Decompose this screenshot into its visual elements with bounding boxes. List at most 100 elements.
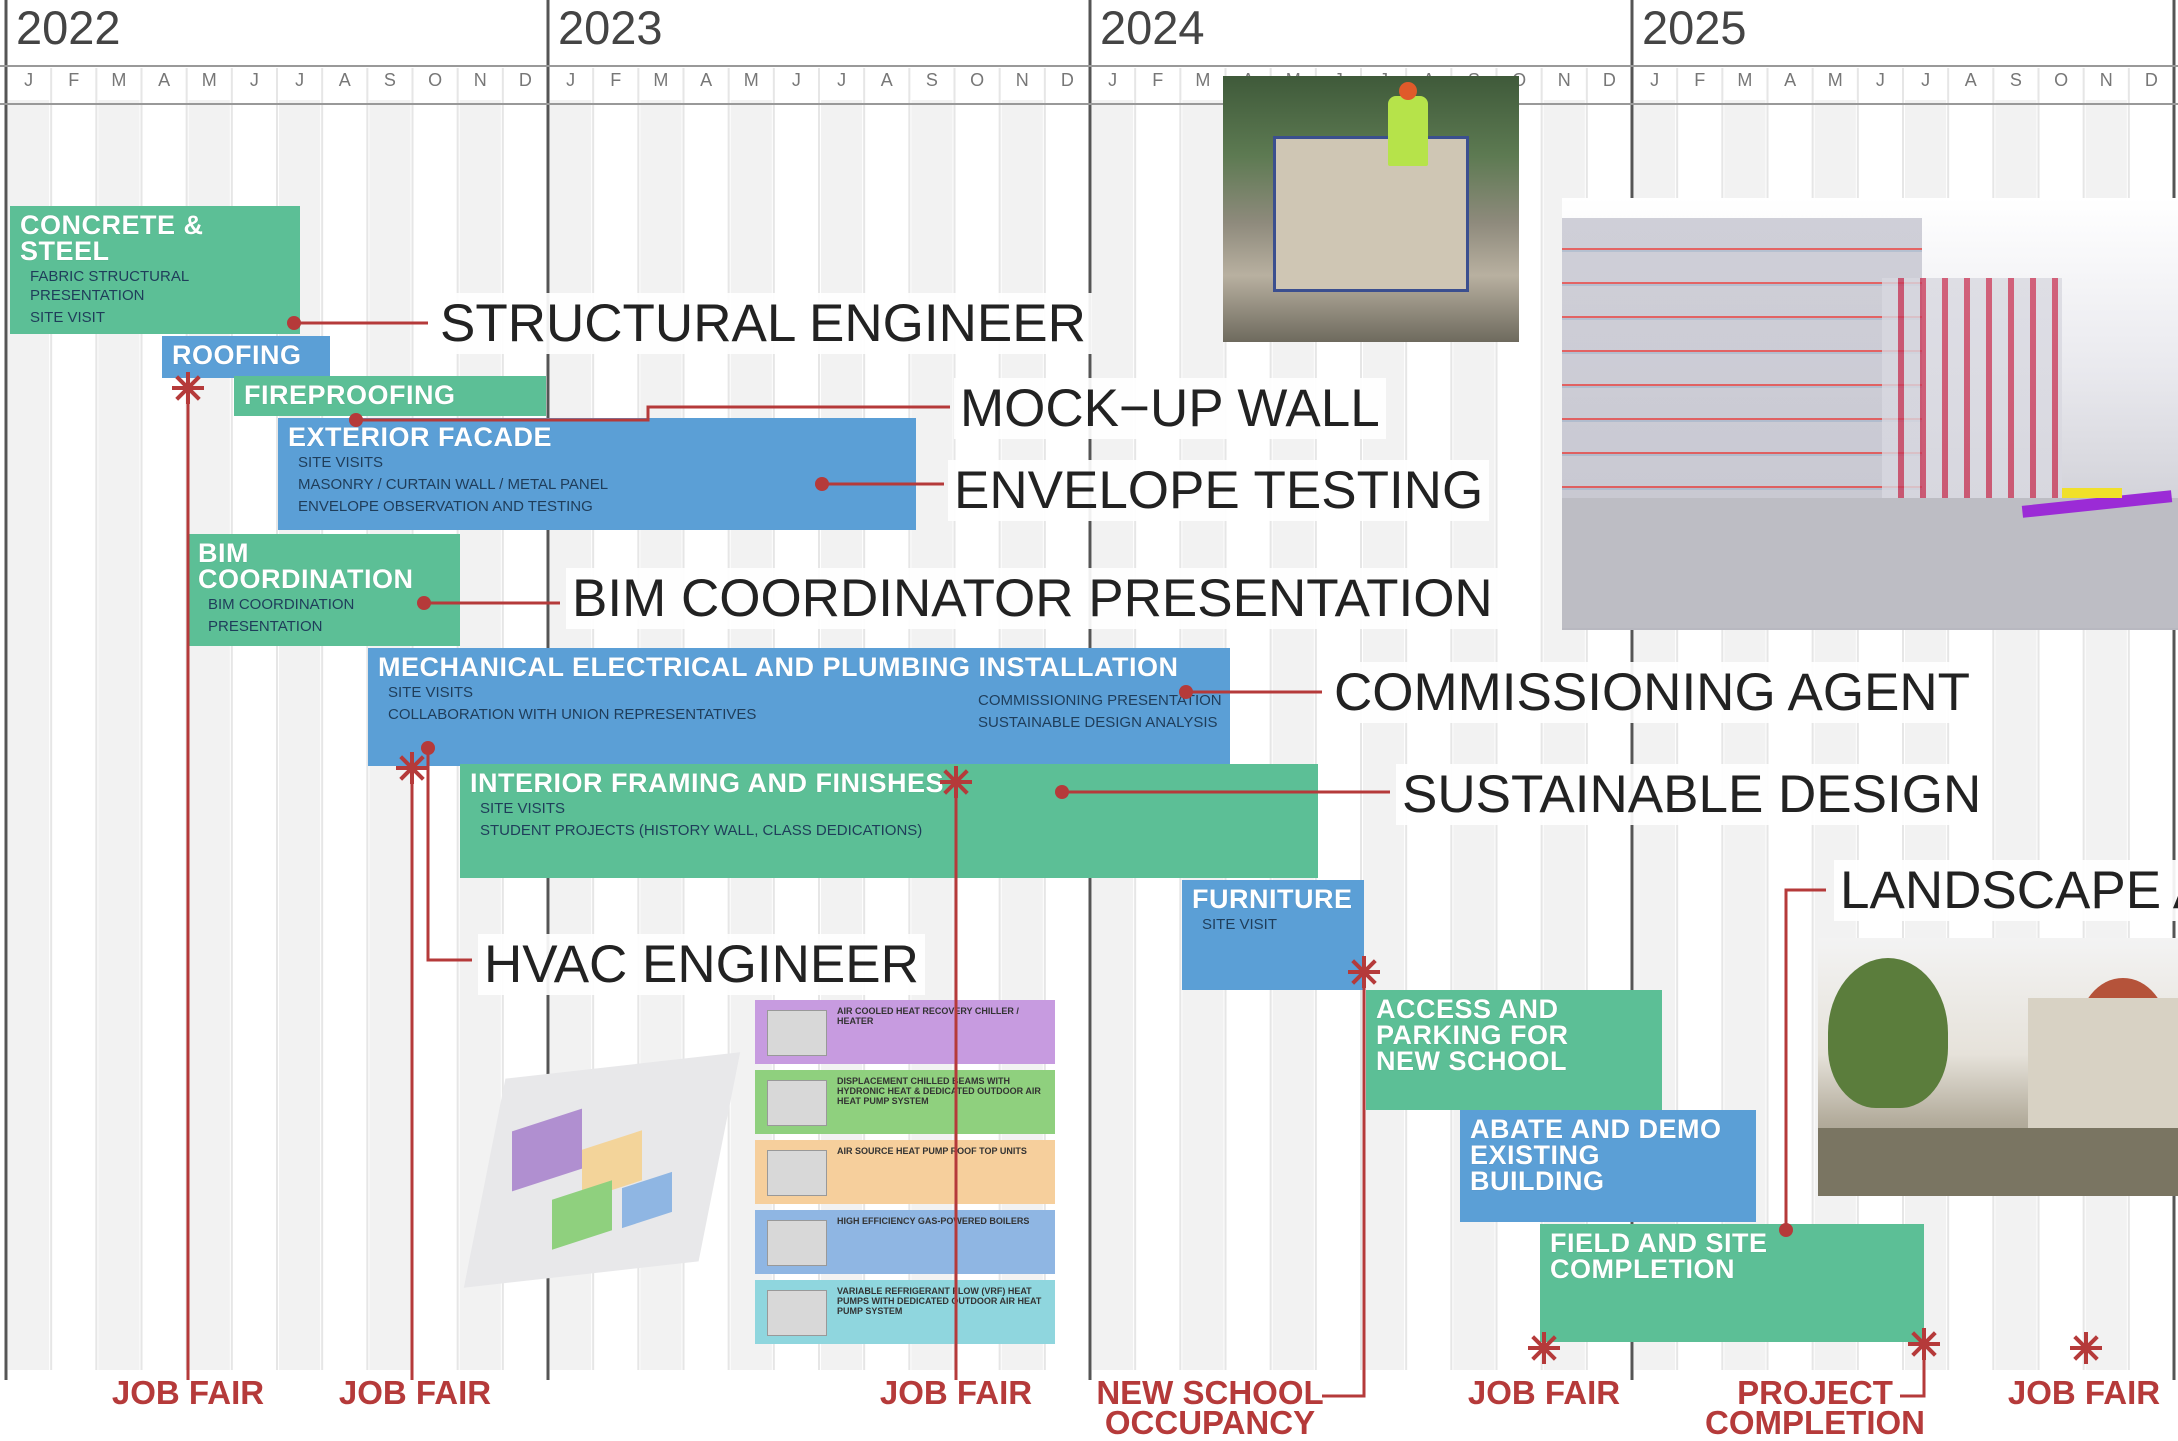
year-label-2023: 2023 [558,1,663,54]
phase-bar-title: ABATE AND DEMO EXISTING BUILDING [1470,1114,1722,1196]
month-letter: D [2144,70,2158,90]
phase-bar-detail: STUDENT PROJECTS (HISTORY WALL, CLASS DE… [480,822,923,839]
phase-bar-title: FIREPROOFING [244,380,456,410]
month-letter: J [1650,70,1660,90]
month-letter: D [1602,70,1616,90]
phase-bar-detail: SITE VISIT [30,309,106,326]
phase-bar-detail: FOR CLASS COLLABORATION [10,327,300,334]
equipment-icon [767,1080,827,1126]
month-letter: A [1784,70,1797,90]
landscape-rendering [1818,938,2178,1196]
phase-bar-detail: FABRIC STRUCTURAL PRESENTATION [30,268,189,304]
month-letter: J [295,70,305,90]
milestone-job-fair-1: JOB FAIR [108,1374,268,1411]
month-letter: N [473,70,487,90]
milestone-label: JOB FAIR [879,1374,1033,1411]
month-letter: N [1557,70,1571,90]
phase-bar-mechanical-electrical-and-plumbing-installation: MECHANICAL ELECTRICAL AND PLUMBING INSTA… [368,648,1230,766]
callout-structural-engineer: STRUCTURAL ENGINEER [434,293,1092,354]
phase-bar-title: MECHANICAL ELECTRICAL AND PLUMBING INSTA… [378,652,1179,682]
phase-bar-detail: SUSTAINABLE DESIGN ANALYSIS [978,714,1218,731]
callout-dot [1179,685,1193,699]
phase-bar-title: INTERIOR FRAMING AND FINISHES [470,768,945,798]
callout-landscape-architect: LANDSCAPE A [1834,860,2178,921]
phase-bar-detail: MASONRY / CURTAIN WALL / METAL PANEL [298,476,609,493]
milestone-star-icon [2070,1332,2102,1364]
callout-dot [349,413,363,427]
month-letter: A [1964,70,1977,90]
callout-mock-up-wall: MOCK−UP WALL [954,378,1386,439]
milestone-star-icon [1528,1332,1560,1364]
phase-bar-detail: ENVELOPE OBSERVATION AND TESTING [298,498,593,515]
milestone-label: PROJECT [1737,1374,1893,1411]
callout-envelope-testing: ENVELOPE TESTING [948,460,1490,521]
month-letter: J [791,70,801,90]
callout-dot [1779,1223,1793,1237]
milestone-star-icon [1348,956,1380,988]
month-letter: A [700,70,713,90]
callout-dot [287,316,301,330]
phase-bar-fireproofing: FIREPROOFING [234,376,546,416]
milestone-label: JOB FAIR [2007,1374,2161,1411]
month-letter: M [653,70,669,90]
hvac-system-card-title: AIR COOLED HEAT RECOVERY CHILLER / HEATE… [837,1006,1019,1026]
phase-bar-abate-and-demo-existing-building: ABATE AND DEMO EXISTING BUILDING [1460,1110,1756,1222]
phase-bar-detail-right: COMMISSIONING PRESENTATION SUSTAINABLE DE… [978,688,1222,732]
equipment-icon [767,1010,827,1056]
callout-dot [421,741,435,755]
hvac-system-card-title: VARIABLE REFRIGERANT FLOW (VRF) HEAT PUM… [837,1286,1042,1316]
milestone-line-new-school-occupancy [1322,972,1366,1398]
phase-bar-detail: COMMISSIONING PRESENTATION [978,692,1222,709]
milestone-label: JOB FAIR [338,1374,492,1411]
phase-bar-title: FURNITURE [1192,884,1353,914]
milestone-job-fair-5: JOB FAIR [2004,1374,2164,1411]
month-letter: J [837,70,847,90]
month-letter: M [111,70,127,90]
mock-up-wall-photo [1223,76,1519,342]
callout-hvac-engineer: HVAC ENGINEER [478,934,925,995]
month-letter: J [249,70,259,90]
phase-bar-access-and-parking-for-new-school: ACCESS AND PARKING FOR NEW SCHOOL [1366,990,1662,1110]
phase-bar-detail: BIM COORDINATION [208,596,355,613]
callout-dot [1055,785,1069,799]
year-label-2024: 2024 [1100,1,1205,54]
milestone-label: JOB FAIR [1467,1374,1621,1411]
milestone-label-line2: COMPLETION [1705,1404,1925,1441]
phase-bar-detail: SITE VISITS [480,800,566,817]
milestone-label: JOB FAIR [111,1374,265,1411]
milestone-label: NEW SCHOOL [1096,1374,1324,1411]
hvac-system-card-title: DISPLACEMENT CHILLED BEAMS WITH HYDRONIC… [837,1076,1041,1106]
milestone-job-fair-2: JOB FAIR [335,1374,495,1411]
phase-bar-title: ROOFING [172,340,302,370]
hvac-system-card: HIGH EFFICIENCY GAS-POWERED BOILERS [755,1210,1055,1274]
milestone-line-project-completion [1900,1344,1926,1398]
month-letter: S [2009,70,2022,90]
month-letter: M [1737,70,1753,90]
phase-bar-detail: SITE VISITS [388,684,474,701]
month-letter: F [1694,70,1706,90]
month-letter: S [383,70,396,90]
phase-bar-title: CONCRETE & STEEL [20,210,204,266]
month-letter: A [158,70,171,90]
callout-bim-coordinator-presentation: BIM COORDINATOR PRESENTATION [566,568,1499,629]
hvac-system-card: VARIABLE REFRIGERANT FLOW (VRF) HEAT PUM… [755,1280,1055,1344]
phase-bar-field-and-site-completion: FIELD AND SITE COMPLETION [1540,1224,1924,1342]
callout-sustainable-design: SUSTAINABLE DESIGN [1396,764,1988,825]
milestone-label-line2: OCCUPANCY [1104,1404,1316,1441]
month-letter: N [2099,70,2113,90]
month-letter: N [1015,70,1029,90]
month-letter: M [201,70,217,90]
milestone-project-completion: PROJECT COMPLETION [1690,1374,1940,1441]
phase-bar-roofing: ROOFING [162,336,330,378]
month-letter: J [566,70,576,90]
month-letter: D [518,70,532,90]
month-letter: F [68,70,80,90]
phase-bar-title: EXTERIOR FACADE [288,422,553,452]
equipment-icon [767,1150,827,1196]
hvac-system-card: AIR COOLED HEAT RECOVERY CHILLER / HEATE… [755,1000,1055,1064]
leader-landscape-architect [1784,888,1826,1230]
